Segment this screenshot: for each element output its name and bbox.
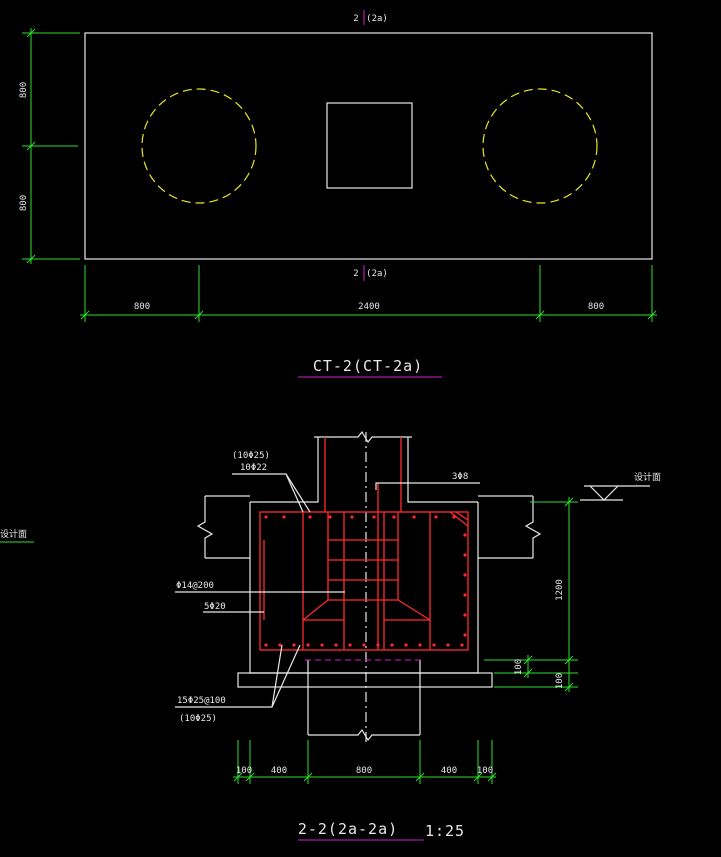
section-dim-b3: 800 — [356, 766, 372, 776]
rebar-dots — [264, 515, 467, 647]
pile-right — [482, 88, 598, 204]
section-view: (10Φ25) 10Φ22 3Φ8 Φ14@200 5Φ20 15Φ25@100… — [0, 430, 661, 841]
section-dim-cover1: 100 — [514, 659, 524, 675]
cap-section-outline — [249, 502, 479, 674]
section-dim-b2: 400 — [271, 766, 287, 776]
section-mark-bottom: 2 — [353, 269, 358, 279]
side-bar-label: Φ14@200 — [176, 581, 214, 591]
plan-dim-bottom-right: 800 — [588, 302, 604, 312]
section-dim-b5: 100 — [477, 766, 493, 776]
pile-cap-outline — [84, 32, 653, 260]
column-outline — [326, 102, 413, 189]
section-scale: 1:25 — [425, 822, 465, 840]
plan-title: CT-2(CT-2a) — [313, 357, 423, 375]
rebar-top-label: 10Φ22 — [240, 463, 267, 473]
level-symbol-right — [580, 485, 650, 501]
section-title: 2-2(2a-2a) — [298, 820, 398, 838]
beam-break-right — [524, 496, 542, 558]
pile-left — [141, 88, 257, 204]
side-bar2-label: 5Φ20 — [204, 602, 226, 612]
level-label-left: 设计面 — [0, 528, 27, 540]
plan-dim-left — [22, 28, 80, 264]
stirrup-label: 3Φ8 — [452, 472, 468, 482]
section-dim-cover2: 100 — [555, 673, 565, 689]
rebar-cage — [259, 437, 469, 651]
plan-dim-bottom-left: 800 — [134, 302, 150, 312]
section-dim-right — [484, 497, 578, 692]
column-right-edge — [407, 437, 478, 503]
beam-break-left — [196, 496, 214, 558]
plan-dim-left-upper: 800 — [19, 82, 29, 98]
section-ref-bottom: (2a) — [366, 269, 388, 279]
plan-dim-bottom — [80, 265, 657, 322]
level-label-right: 设计面 — [634, 471, 661, 483]
pile-break-bottom — [308, 728, 420, 742]
column-break-top — [314, 430, 412, 444]
bottom-bar-alt-label: (10Φ25) — [179, 714, 217, 724]
bottom-bar-label: 15Φ25@100 — [177, 696, 226, 706]
plan-dim-left-lower: 800 — [19, 195, 29, 211]
section-dim-bottom — [233, 740, 497, 784]
leader-lines — [175, 473, 480, 708]
column-left-edge — [250, 437, 319, 503]
section-dim-b4: 400 — [441, 766, 457, 776]
section-dim-b1: 100 — [236, 766, 252, 776]
section-ref-top: (2a) — [366, 14, 388, 24]
rebar-top-alt-label: (10Φ25) — [232, 451, 270, 461]
section-dim-height: 1200 — [555, 579, 565, 601]
plan-view: 2 (2a) 2 (2a) 800 800 — [19, 10, 657, 378]
plan-dim-bottom-mid: 2400 — [358, 302, 380, 312]
blinding-layer — [237, 672, 493, 688]
section-mark-top: 2 — [353, 14, 358, 24]
